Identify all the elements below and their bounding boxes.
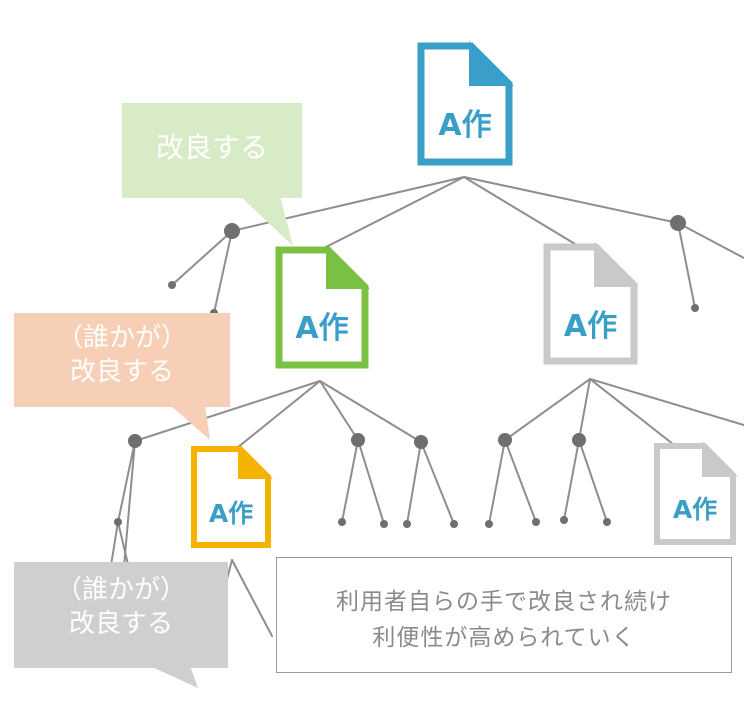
- document-icon: [191, 444, 273, 548]
- bubble-orange-text: （誰かが） 改良する: [56, 323, 187, 387]
- document-yellow-label: A作: [208, 499, 254, 528]
- document-icon: [275, 245, 370, 369]
- bubble-green-text: 改良する: [155, 131, 268, 164]
- caption-box: 利用者自らの手で改良され続け 利便性が高められていく: [276, 557, 732, 673]
- caption-line-1: 利用者自らの手で改良され続け: [336, 589, 672, 615]
- document-top-label: A作: [438, 108, 492, 143]
- document-icon: [654, 441, 738, 545]
- bubble-orange: [14, 313, 230, 440]
- document-green-label: A作: [295, 311, 349, 346]
- document-icon: [543, 242, 639, 365]
- document-gray-mid-label: A作: [563, 309, 618, 344]
- bubble-gray: [14, 562, 228, 688]
- caption-line-2: 利便性が高められていく: [372, 625, 636, 651]
- document-gray-small-label: A作: [672, 495, 718, 524]
- bubble-gray-text: （誰かが） 改良する: [55, 575, 186, 639]
- bubble-green: [122, 103, 302, 246]
- document-icon: [417, 41, 514, 166]
